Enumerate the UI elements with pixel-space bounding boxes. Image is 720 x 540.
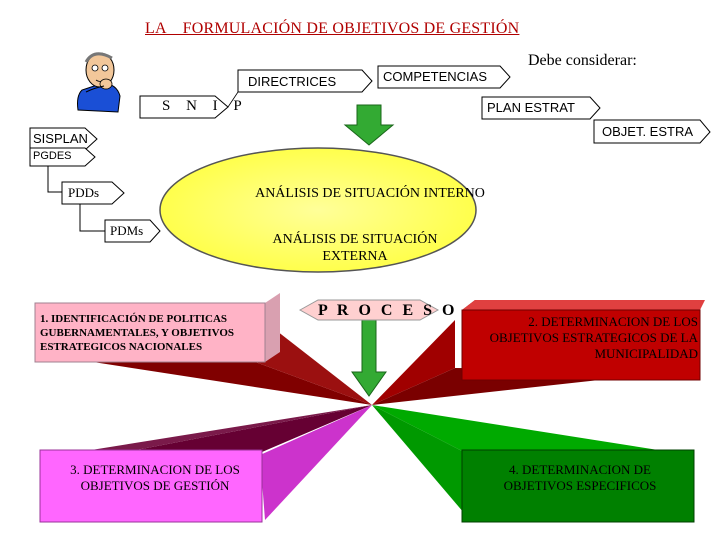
bottom-green-arrow xyxy=(351,319,387,397)
box1-text: 1. IDENTIFICACIÓN DE POLITICAS GUBERNAME… xyxy=(40,313,235,353)
box2-rect xyxy=(461,309,701,381)
sisplan-arrow xyxy=(29,127,98,151)
analysis-ellipse xyxy=(159,147,477,273)
objet-estra-shape xyxy=(593,119,711,144)
box4-text: 4. DETERMINACION DE OBJETIVOS ESPECIFICO… xyxy=(503,462,657,493)
pdms-arrow xyxy=(104,219,161,243)
competencias-shape xyxy=(377,65,511,89)
analysis-internal: ANÁLISIS DE SITUACIÓN INTERNO xyxy=(255,186,485,201)
box4-rect xyxy=(461,449,695,523)
box1-rect xyxy=(34,302,266,363)
ray-box3-c xyxy=(260,405,372,520)
pdds-arrow xyxy=(61,181,125,205)
directrices-label: DIRECTRICES xyxy=(248,74,337,89)
box2-text: 2. DETERMINACION DE LOS OBJETIVOS ESTRAT… xyxy=(489,314,698,361)
box3-text: 3. DETERMINACION DE LOS OBJETIVOS DE GES… xyxy=(70,462,240,493)
ray-box3-b xyxy=(60,405,372,455)
proceso-label: P R O C E S O xyxy=(318,302,458,319)
plan-estrat-label: PLAN ESTRAT xyxy=(487,100,575,115)
consider-label: Debe considerar: xyxy=(528,52,637,69)
ray-box1 xyxy=(80,360,372,405)
snip-label: S N I P xyxy=(162,98,248,114)
pdms-label: PDMs xyxy=(110,223,144,238)
proceso-frame xyxy=(298,299,440,321)
ray-box4-b xyxy=(372,405,470,520)
box1-side xyxy=(265,293,280,362)
connector-pgdes-pdds xyxy=(47,166,62,193)
box2-top xyxy=(462,300,705,310)
thinking-person-icon xyxy=(77,52,121,113)
connector-pdds-pdms xyxy=(79,204,105,232)
objet-estra-label: OBJET. ESTRA xyxy=(602,124,694,139)
pgdes-label: PGDES xyxy=(33,150,72,162)
page-title: LA FORMULACIÓN DE OBJETIVOS DE GESTIÓN xyxy=(145,20,520,37)
ray-box2 xyxy=(372,320,455,405)
box3-rect xyxy=(39,449,263,523)
ray-box1-top xyxy=(250,310,372,405)
snip-shape xyxy=(139,95,229,119)
pdds-label: PDDs xyxy=(68,185,100,200)
plan-estrat-shape xyxy=(481,96,601,120)
competencias-label: COMPETENCIAS xyxy=(383,69,488,84)
pgdes-arrow xyxy=(29,147,96,167)
top-green-arrow xyxy=(343,104,395,146)
ray-box4 xyxy=(372,405,690,455)
directrices-shape xyxy=(237,69,373,93)
sisplan-label: SISPLAN xyxy=(33,131,88,146)
analysis-external: ANÁLISIS DE SITUACIÓN EXTERNA xyxy=(272,232,438,264)
